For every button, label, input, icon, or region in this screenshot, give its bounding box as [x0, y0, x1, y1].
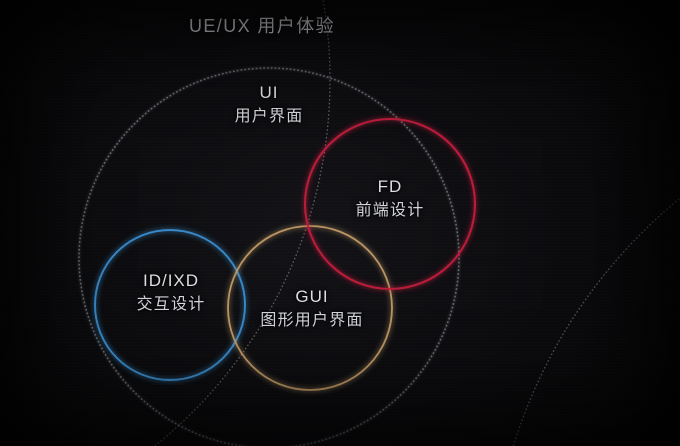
decorative-arc-sweep-bottom-left: [153, 0, 331, 446]
page-title: UE/UX 用户体验: [188, 16, 335, 36]
venn-label-fd-en: FD: [377, 177, 403, 196]
venn-circle-ui[interactable]: [78, 67, 460, 446]
venn-circle-gui[interactable]: [227, 225, 393, 391]
venn-circle-idixd[interactable]: [94, 229, 246, 381]
venn-label-gui-cn: 图形用户界面: [260, 311, 364, 329]
venn-label-ui-cn: 用户界面: [234, 107, 304, 125]
venn-circle-fd[interactable]: [303, 117, 477, 291]
venn-label-idixd: ID/IXD 交互设计: [81, 270, 261, 315]
venn-label-ui: UI 用户界面: [179, 82, 359, 127]
venn-label-gui: GUI 图形用户界面: [222, 286, 402, 331]
venn-label-fd: FD 前端设计: [300, 176, 480, 221]
venn-label-ui-en: UI: [259, 83, 279, 102]
venn-label-idixd-en: ID/IXD: [142, 271, 200, 290]
venn-label-idixd-cn: 交互设计: [136, 295, 206, 313]
venn-label-fd-cn: 前端设计: [355, 201, 425, 219]
venn-label-gui-en: GUI: [295, 287, 329, 306]
